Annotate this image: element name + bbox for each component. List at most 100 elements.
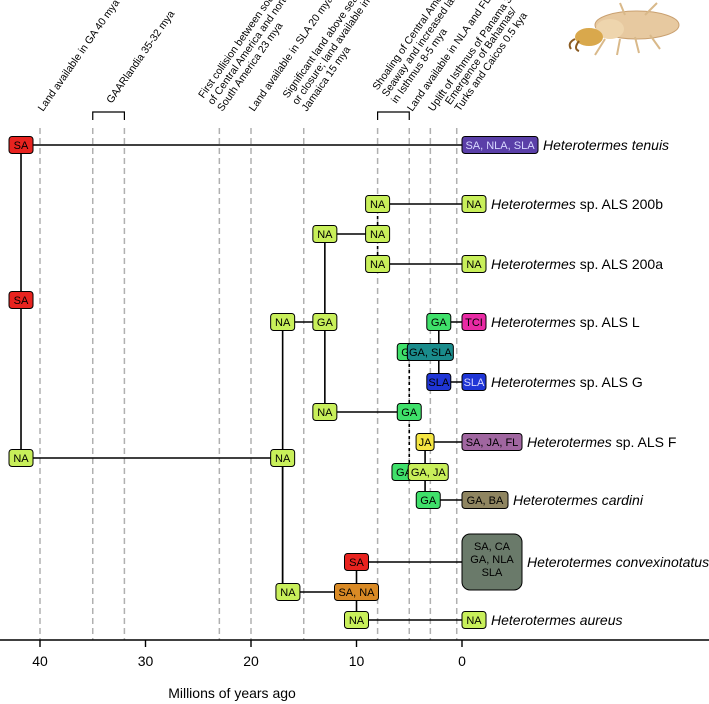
node-box — [8, 449, 34, 467]
event-bracket — [377, 111, 410, 120]
node-label: NA — [317, 407, 333, 419]
node-box — [365, 225, 391, 243]
taxon-label: Heterotermes convexinotatus — [527, 554, 709, 570]
node-label: SA — [349, 557, 364, 569]
tip-area-label: SA, JA, FL — [466, 437, 519, 449]
taxon-genus: Heterotermes — [491, 314, 576, 330]
tip-area-label: NA — [466, 615, 482, 627]
taxon-epithet: convexinotatus — [612, 554, 709, 570]
node-label: NA — [275, 317, 291, 329]
node-label: NA — [349, 615, 365, 627]
taxon-label: Heterotermes tenuis — [543, 137, 669, 153]
tip-area-box — [461, 533, 523, 591]
tip-area-box — [461, 255, 487, 273]
node-box — [426, 373, 452, 391]
node-label: SA — [14, 140, 29, 152]
node-box — [312, 225, 338, 243]
taxon-label: Heterotermes cardini — [513, 492, 644, 508]
node-box — [344, 611, 369, 629]
x-axis-title: Millions of years ago — [168, 685, 296, 701]
node-label: NA — [370, 259, 386, 271]
node-box — [406, 343, 454, 361]
node-box — [270, 313, 296, 331]
tip-area-box — [461, 433, 523, 451]
taxon-genus: Heterotermes — [491, 374, 576, 390]
event-label: GAARlandia 35-32 mya — [104, 8, 177, 105]
x-tick-label: 40 — [32, 653, 48, 669]
taxon-genus: Heterotermes — [491, 196, 576, 212]
taxon-genus: Heterotermes — [491, 612, 576, 628]
node-box — [407, 463, 449, 481]
event-label-line: or closure; land available in — [290, 0, 373, 107]
node-label: NA — [370, 199, 386, 211]
taxon-label: Heterotermes sp. ALS G — [491, 374, 643, 390]
node-label: GA, SLA — [409, 347, 452, 359]
taxon-epithet: cardini — [598, 492, 644, 508]
x-tick-label: 30 — [138, 653, 154, 669]
node-box — [8, 291, 34, 309]
taxon-epithet: sp. ALS L — [576, 314, 640, 330]
x-tick-label: 20 — [243, 653, 259, 669]
taxon-epithet: tenuis — [628, 137, 669, 153]
taxon-genus: Heterotermes — [527, 554, 612, 570]
node-label: NA — [370, 229, 386, 241]
termite-image — [568, 2, 680, 56]
node-box — [415, 433, 435, 451]
node-box — [365, 255, 391, 273]
node-box — [415, 491, 441, 509]
tip-area-label: SA, NLA, SLA — [465, 140, 535, 152]
taxon-label: Heterotermes sp. ALS F — [527, 434, 676, 450]
taxon-epithet: sp. ALS 200b — [576, 196, 663, 212]
node-box — [270, 449, 296, 467]
node-box — [312, 403, 338, 421]
node-box — [396, 403, 422, 421]
event-label: Significant land above sea levelor closu… — [281, 0, 394, 114]
taxon-genus: Heterotermes — [527, 434, 612, 450]
node-label: GA, JA — [411, 467, 447, 479]
taxon-epithet: sp. ALS F — [612, 434, 677, 450]
node-label: NA — [275, 453, 291, 465]
taxon-genus: Heterotermes — [543, 137, 628, 153]
tip-area-box — [461, 373, 487, 391]
node-box — [8, 136, 34, 154]
taxon-epithet: sp. ALS 200a — [576, 256, 663, 272]
node-label: NA — [280, 587, 296, 599]
node-box — [275, 583, 301, 601]
x-tick-label: 0 — [458, 653, 466, 669]
event-bracket — [92, 111, 125, 120]
node-label: SA — [14, 295, 29, 307]
taxon-label: Heterotermes sp. ALS 200a — [491, 256, 663, 272]
node-label: SLA — [428, 377, 449, 389]
node-box — [344, 553, 369, 571]
tip-area-box — [461, 195, 487, 213]
node-label: SA, NA — [338, 587, 375, 599]
taxon-label: Heterotermes aureus — [491, 612, 623, 628]
node-label: GA — [431, 317, 448, 329]
tip-area-label: TCI — [465, 317, 483, 329]
tip-area-label: SLA — [464, 377, 485, 389]
taxon-epithet: sp. ALS G — [576, 374, 643, 390]
node-label: GA — [401, 407, 418, 419]
node-box — [426, 313, 452, 331]
taxon-epithet: aureus — [576, 612, 623, 628]
tip-area-label: NA — [466, 199, 482, 211]
tip-area-box — [461, 313, 487, 331]
node-label: NA — [317, 229, 333, 241]
tip-area-box — [461, 136, 539, 154]
event-label-line: GAARlandia 35-32 mya — [104, 8, 177, 105]
taxon-label: Heterotermes sp. ALS 200b — [491, 196, 663, 212]
taxon-genus: Heterotermes — [513, 492, 598, 508]
tip-area-label: GA, BA — [467, 495, 504, 507]
tip-area-box — [461, 611, 487, 629]
node-label: JA — [419, 437, 433, 449]
taxon-label: Heterotermes sp. ALS L — [491, 314, 640, 330]
node-label: NA — [13, 453, 29, 465]
tip-area-label: NA — [466, 259, 482, 271]
node-label: GA — [420, 495, 437, 507]
node-box — [312, 313, 338, 331]
taxon-genus: Heterotermes — [491, 256, 576, 272]
node-label: GA — [317, 317, 334, 329]
